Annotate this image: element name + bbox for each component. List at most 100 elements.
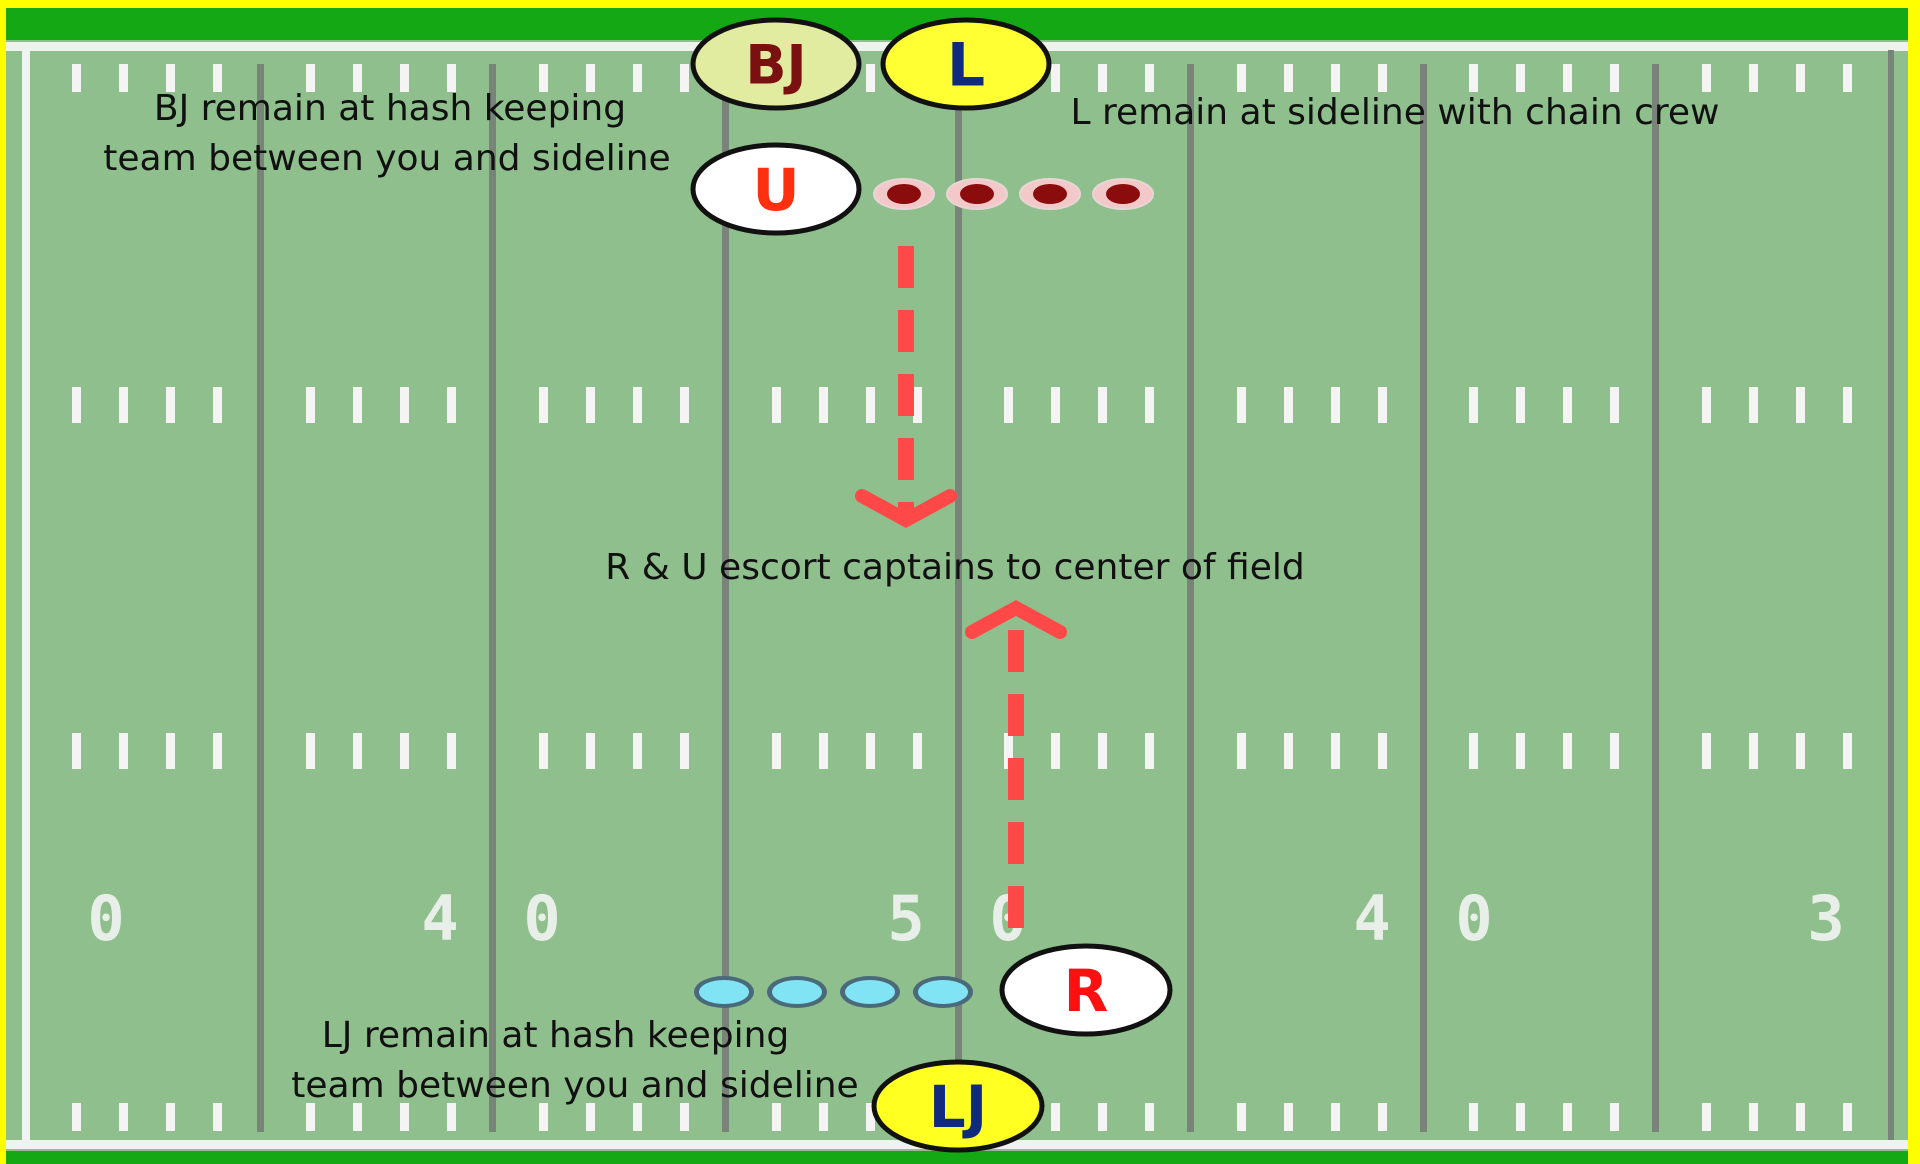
hash-mark <box>1331 64 1340 92</box>
hash-mark <box>866 387 875 423</box>
hash-mark <box>539 64 548 92</box>
hash-mark <box>1331 1103 1340 1131</box>
yard-number: 4 <box>1353 882 1390 955</box>
hash-mark <box>400 1103 409 1131</box>
hash-mark <box>353 733 362 769</box>
hash-mark <box>447 1103 456 1131</box>
hash-mark <box>213 1103 222 1131</box>
hash-mark <box>1563 733 1572 769</box>
official-line-judge-label: L <box>947 31 985 101</box>
official-line-judge: L <box>880 17 1052 111</box>
hash-mark <box>1702 64 1711 92</box>
hash-mark <box>306 733 315 769</box>
hash-mark <box>1749 733 1758 769</box>
hash-mark <box>119 387 128 423</box>
captain-dot-top-team-core <box>887 184 921 204</box>
captain-dot-bottom-team-core <box>772 980 822 1004</box>
hash-mark <box>1610 733 1619 769</box>
hash-mark <box>1051 387 1060 423</box>
hash-mark <box>166 1103 175 1131</box>
hash-mark <box>447 64 456 92</box>
hash-mark <box>1749 64 1758 92</box>
hash-mark <box>119 64 128 92</box>
hash-mark <box>680 387 689 423</box>
hash-mark <box>1469 733 1478 769</box>
hash-mark <box>1749 1103 1758 1131</box>
hash-mark <box>819 1103 828 1131</box>
bottom-band <box>6 1151 1908 1164</box>
hash-mark <box>866 64 875 92</box>
yard-number: 5 <box>887 882 924 955</box>
hash-mark <box>400 64 409 92</box>
captain-dot-bottom-team-core <box>845 980 895 1004</box>
hash-mark <box>1843 1103 1852 1131</box>
hash-mark <box>680 64 689 92</box>
hash-mark <box>213 733 222 769</box>
hash-mark <box>306 1103 315 1131</box>
yard-line <box>257 64 264 1132</box>
captain-dot-top-team-core <box>1106 184 1140 204</box>
hash-mark <box>1516 64 1525 92</box>
left-boundary <box>22 50 30 1140</box>
hash-mark <box>586 64 595 92</box>
hash-mark <box>1284 64 1293 92</box>
hash-mark <box>1331 733 1340 769</box>
hash-mark <box>1563 1103 1572 1131</box>
yard-line <box>955 64 962 1132</box>
hash-mark <box>1098 733 1107 769</box>
hash-mark <box>1237 64 1246 92</box>
yard-line <box>1420 64 1427 1132</box>
official-back-judge-label: BJ <box>745 33 806 96</box>
hash-mark <box>1610 387 1619 423</box>
hash-mark <box>1610 1103 1619 1131</box>
hash-mark <box>586 387 595 423</box>
lj-instruction-line1: LJ remain at hash keeping <box>321 1015 790 1056</box>
hash-mark <box>400 733 409 769</box>
hash-mark <box>1378 387 1387 423</box>
bj-instruction-line2: team between you and sideline <box>103 138 671 179</box>
hash-mark <box>1378 1103 1387 1131</box>
hash-mark <box>166 733 175 769</box>
yard-number: 0 <box>87 882 124 955</box>
hash-mark <box>1098 387 1107 423</box>
hash-mark <box>306 64 315 92</box>
yard-number: 3 <box>1807 882 1844 955</box>
hash-mark <box>1843 387 1852 423</box>
hash-mark <box>1843 733 1852 769</box>
hash-mark <box>539 733 548 769</box>
hash-mark <box>72 1103 81 1131</box>
hash-mark <box>586 1103 595 1131</box>
captain-dot-bottom-team-core <box>699 980 749 1004</box>
hash-mark <box>680 733 689 769</box>
official-back-judge: BJ <box>690 17 862 111</box>
r-arrow-head <box>965 600 1067 639</box>
official-referee-label: R <box>1064 957 1109 1025</box>
hash-mark <box>1237 1103 1246 1131</box>
hash-mark <box>72 387 81 423</box>
official-umpire-label: U <box>752 156 799 224</box>
yard-line <box>489 64 496 1132</box>
hash-mark <box>1145 1103 1154 1131</box>
hash-mark <box>633 64 642 92</box>
hash-mark <box>1051 64 1060 92</box>
hash-mark <box>1378 64 1387 92</box>
hash-mark <box>72 64 81 92</box>
hash-mark <box>1051 733 1060 769</box>
hash-mark <box>772 387 781 423</box>
hash-mark <box>1145 64 1154 92</box>
hash-mark <box>1563 387 1572 423</box>
hash-mark <box>1843 64 1852 92</box>
official-umpire-oval <box>690 142 862 236</box>
hash-mark <box>1516 733 1525 769</box>
hash-mark <box>1098 1103 1107 1131</box>
official-linesman: LJ <box>871 1059 1045 1153</box>
yard-line <box>1652 64 1659 1132</box>
l-instruction: L remain at sideline with chain crew <box>1070 92 1720 133</box>
hash-mark <box>1516 387 1525 423</box>
hash-mark <box>119 733 128 769</box>
hash-mark <box>586 733 595 769</box>
hash-mark <box>913 733 922 769</box>
hash-mark <box>866 733 875 769</box>
